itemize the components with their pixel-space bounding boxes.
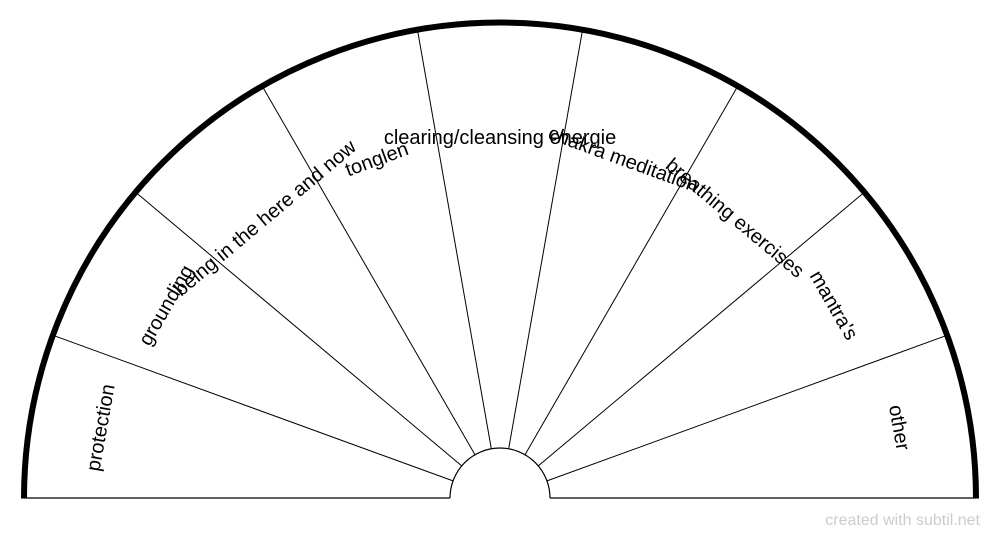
segment-label: protection <box>83 383 120 473</box>
segment-label: mantra's <box>805 267 862 344</box>
inner-arc <box>449 447 551 499</box>
segment-divider <box>135 191 463 467</box>
segment-divider <box>508 29 584 449</box>
footer-credit: created with subtil.net <box>825 512 980 529</box>
outer-arc <box>21 19 979 499</box>
segment-divider <box>524 85 739 455</box>
segment-divider <box>546 334 948 482</box>
segment-divider <box>537 191 865 467</box>
segment-label: other <box>884 403 914 452</box>
segment-label: being in the here and now <box>170 136 361 301</box>
segment-divider <box>261 85 476 455</box>
segment-label: breathing exercises <box>661 154 808 282</box>
segment-divider <box>52 334 454 482</box>
segment-dividers <box>52 29 948 482</box>
segment-divider <box>416 29 492 449</box>
segment-label: clearing/cleansing energie <box>384 127 616 149</box>
